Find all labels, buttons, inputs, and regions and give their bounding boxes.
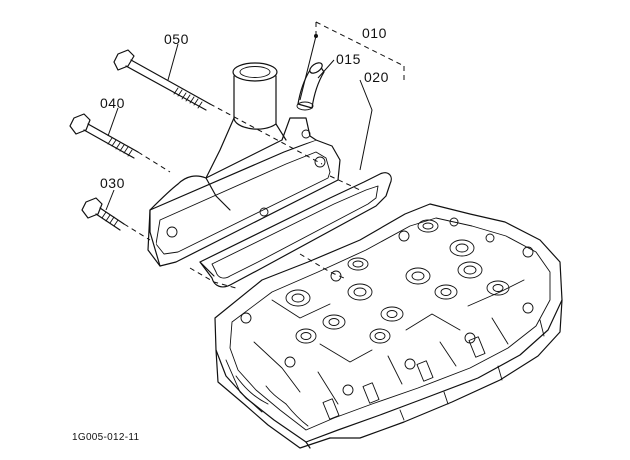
callout-040: 040 <box>100 95 125 111</box>
bolt-040 <box>69 113 139 159</box>
water-flange-housing <box>147 62 341 267</box>
callout-leaders <box>105 21 405 211</box>
bolt-030 <box>81 197 125 231</box>
callout-050: 050 <box>164 31 189 47</box>
figure-code: 1G005-012-11 <box>72 432 139 443</box>
assembly-dashed-lines <box>123 103 361 289</box>
callout-030: 030 <box>100 175 125 191</box>
bolt-050 <box>113 49 211 111</box>
callout-010: 010 <box>362 25 387 41</box>
gasket <box>199 172 392 288</box>
bypass-pipe <box>296 62 325 111</box>
cylinder-head <box>214 203 563 449</box>
callout-020: 020 <box>364 69 389 85</box>
head-ribs <box>225 279 545 427</box>
callout-015: 015 <box>336 51 361 67</box>
